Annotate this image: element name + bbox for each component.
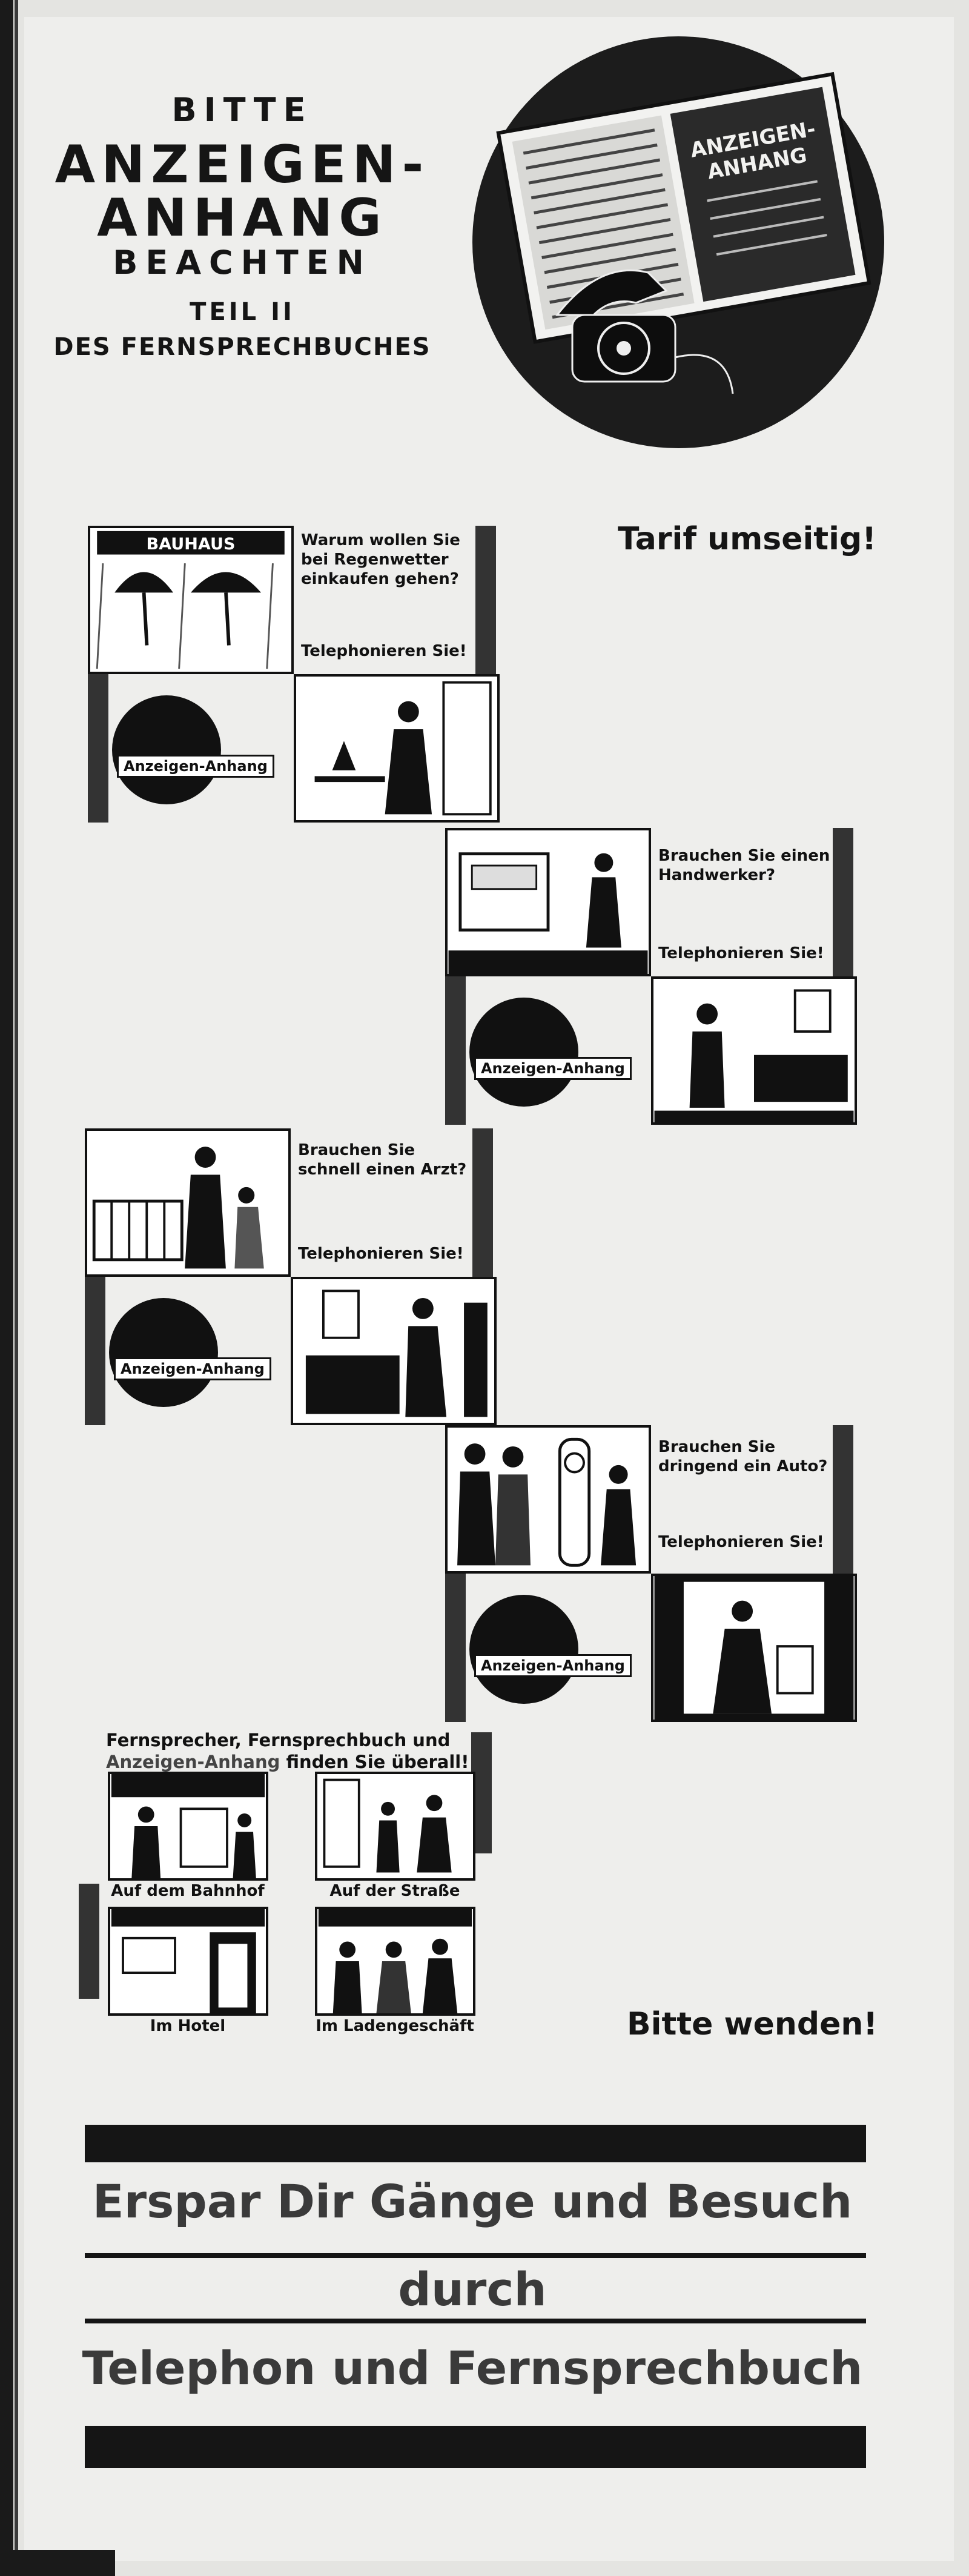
panel-plumber	[445, 828, 651, 976]
panel-phone-call	[651, 976, 857, 1125]
slogan-line-3: Telephon und Fernsprechbuch	[82, 2341, 863, 2395]
page-corner-shadow	[0, 2550, 115, 2576]
page-edge-bar	[0, 0, 13, 2576]
header-line-fernsprechbuch: DES FERNSPRECHBUCHES	[53, 333, 431, 361]
scene-street	[315, 1772, 475, 1881]
everywhere-title-rest: finden Sie überall!	[280, 1752, 469, 1772]
store-sign: BAUHAUS	[146, 535, 235, 554]
strip-call: Telephonieren Sie!	[301, 642, 467, 660]
telephone-book-icon: ANZEIGEN- ANHANG	[472, 36, 884, 448]
disc-decoration	[109, 1298, 218, 1407]
slogan-line-1: Erspar Dir Gänge und Besuch	[92, 2174, 853, 2228]
caption-station: Auf dem Bahnhof	[111, 1882, 265, 1900]
page-edge-line	[15, 0, 18, 2576]
panel-phone-call	[291, 1277, 497, 1425]
tarif-note: Tarif umseitig!	[618, 521, 876, 557]
scene-hotel	[108, 1907, 268, 2016]
comic-strip-4: Brauchen Sie dringend ein Auto? Telephon…	[445, 1425, 857, 1722]
header-line-anzeigen: ANZEIGEN-	[55, 134, 430, 195]
strip-question: Brauchen Sie einen Handwerker?	[658, 847, 830, 884]
wenden-note: Bitte wenden!	[627, 2006, 878, 2042]
disc-decoration	[469, 1595, 578, 1704]
everywhere-title-line-1: Fernsprecher, Fernsprechbuch und	[106, 1730, 451, 1750]
strip-call: Telephonieren Sie!	[658, 944, 824, 962]
comic-strip-3: Brauchen Sie schnell einen Arzt? Telepho…	[85, 1128, 497, 1425]
anzeigen-badge: Anzeigen-Anhang	[474, 1057, 632, 1080]
slogan-line-2: durch	[398, 2262, 547, 2316]
header-line-bitte: BITTE	[171, 91, 313, 129]
anzeigen-badge: Anzeigen-Anhang	[474, 1654, 632, 1677]
caption-street: Auf der Straße	[329, 1882, 460, 1900]
caption-shop: Im Ladengeschäft	[316, 2017, 474, 2035]
strip-question: Brauchen Sie dringend ein Auto?	[658, 1438, 828, 1475]
anzeigen-badge: Anzeigen-Anhang	[114, 1357, 271, 1380]
panel-phone-call	[651, 1574, 857, 1722]
anzeigen-badge: Anzeigen-Anhang	[117, 755, 274, 778]
strip-question: Warum wollen Sie bei Regenwetter einkauf…	[301, 531, 460, 588]
comic-strip-2: Brauchen Sie einen Handwerker? Telephoni…	[445, 828, 857, 1125]
slogan-rule-1	[85, 2253, 866, 2258]
slogan-bar-top	[85, 2125, 866, 2162]
strip-call: Telephonieren Sie!	[658, 1533, 824, 1551]
scene-station	[108, 1772, 268, 1881]
everywhere-title-line-2: Anzeigen-Anhang finden Sie überall!	[106, 1751, 469, 1773]
header-line-teil: TEIL II	[190, 298, 295, 326]
slogan-bar-bottom	[85, 2426, 866, 2468]
header-line-anhang: ANHANG	[97, 188, 388, 248]
everywhere-title-highlight: Anzeigen-Anhang	[106, 1752, 280, 1772]
strip-call: Telephonieren Sie!	[298, 1245, 464, 1263]
header-line-beachten: BEACHTEN	[113, 243, 372, 282]
disc-decoration	[469, 998, 578, 1107]
panel-phone-call	[294, 674, 500, 823]
comic-strip-1: BAUHAUS Warum wollen Sie bei Regenwetter…	[88, 526, 500, 823]
caption-hotel: Im Hotel	[150, 2017, 226, 2035]
everywhere-title: Fernsprecher, Fernsprechbuch und Anzeige…	[106, 1729, 469, 1773]
disc-decoration	[112, 695, 221, 804]
panel-doctor-needed	[85, 1128, 291, 1277]
panel-car-needed	[445, 1425, 651, 1574]
scene-shop	[315, 1907, 475, 2016]
slogan-rule-2	[85, 2319, 866, 2323]
strip-question: Brauchen Sie schnell einen Arzt?	[298, 1141, 467, 1179]
panel-rain: BAUHAUS	[88, 526, 294, 674]
